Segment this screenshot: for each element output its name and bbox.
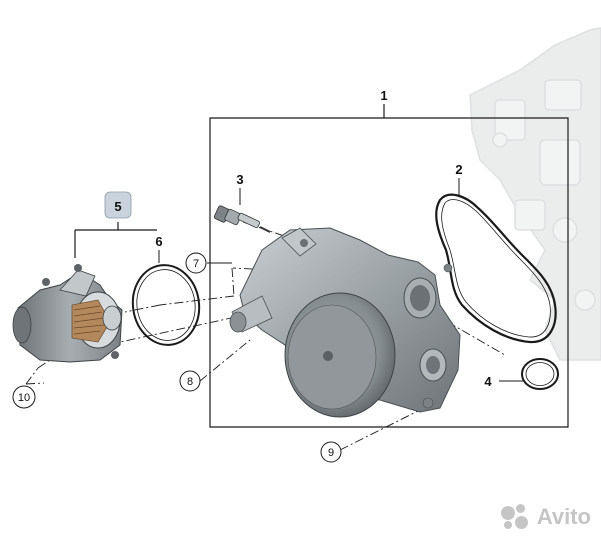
callout-2: 2: [455, 162, 462, 177]
callout-7: 7: [193, 258, 199, 270]
callout-3: 3: [236, 172, 243, 187]
gasket-part-2: [435, 193, 557, 344]
leader-lines: [158, 178, 523, 382]
callout-7-circle: 7: [185, 252, 207, 274]
o-ring-part-6-inner: [136, 269, 196, 341]
callout-10: 10: [18, 392, 30, 404]
engine-block-background: [469, 27, 601, 361]
o-ring-part-4-inner: [525, 362, 555, 386]
avito-logo-dots-icon: [500, 504, 531, 530]
highlight-box-part-5: [104, 191, 132, 219]
callout-9-circle: 9: [320, 441, 342, 463]
watermark-text: Avito: [536, 504, 591, 529]
callout-6: 6: [155, 234, 162, 249]
thermostat-insert-part-5: [71, 291, 122, 349]
callout-8: 8: [187, 376, 193, 388]
temperature-sensor-part-3: [213, 205, 271, 233]
callout-9: 9: [328, 447, 334, 459]
assembly-frame-part-1: [209, 104, 569, 428]
callout-1: 1: [380, 88, 387, 103]
bracket-part-5: [74, 222, 157, 258]
callout-8-circle: 8: [179, 370, 201, 392]
callout-4: 4: [484, 374, 492, 389]
water-pump-part-1: [229, 227, 461, 418]
callout-5: 5: [114, 199, 121, 214]
callout-10-circle: 10: [12, 385, 36, 409]
o-ring-part-4: [521, 358, 559, 390]
o-ring-part-6: [131, 264, 201, 346]
gasket-part-2-inner: [441, 199, 551, 338]
avito-watermark: Avito: [500, 504, 591, 530]
